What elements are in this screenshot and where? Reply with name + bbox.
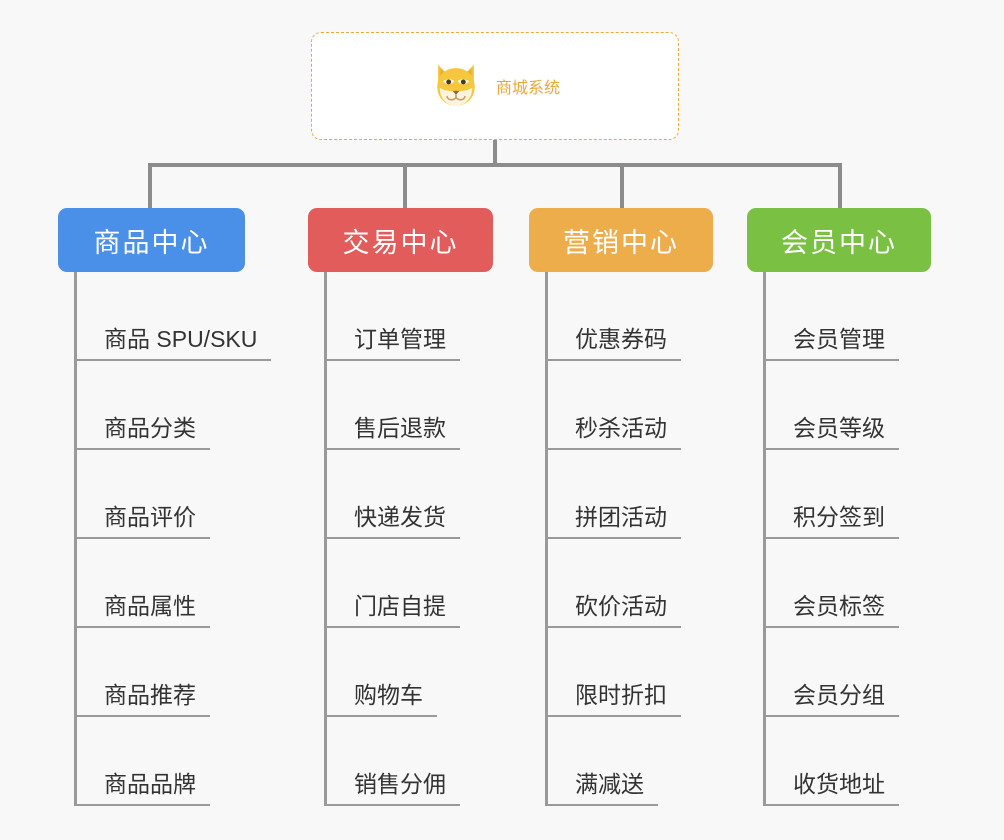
- leaf-item[interactable]: 商品评价: [74, 450, 210, 539]
- leaf-underline: 会员分组: [763, 681, 899, 717]
- leaf-item[interactable]: 快递发货: [324, 450, 460, 539]
- leaf-underline: 限时折扣: [545, 681, 681, 717]
- leaf-underline: 购物车: [324, 681, 437, 717]
- leaf-item[interactable]: 商品推荐: [74, 628, 210, 717]
- root-title: 商城系统: [495, 80, 560, 97]
- leaf-item[interactable]: 售后退款: [324, 361, 460, 450]
- shiba-dog-face-icon: [437, 64, 475, 106]
- root-node[interactable]: 商城系统: [311, 32, 679, 140]
- drop-connector-1: [148, 163, 152, 210]
- leaf-underline: 拼团活动: [545, 503, 681, 539]
- leaf-label: 秒杀活动: [575, 414, 667, 441]
- branch-trunk-2: [324, 272, 327, 806]
- leaf-label: 售后退款: [354, 414, 446, 441]
- leaf-underline: 积分签到: [763, 503, 899, 539]
- leaf-label: 门店自提: [354, 592, 446, 619]
- category-header-1[interactable]: 商品中心: [58, 208, 245, 272]
- leaf-item[interactable]: 商品属性: [74, 539, 210, 628]
- leaf-underline: 会员管理: [763, 325, 899, 361]
- branch-trunk-4: [763, 272, 766, 806]
- leaf-underline: 秒杀活动: [545, 414, 681, 450]
- branch-trunk-3: [545, 272, 548, 806]
- leaf-label: 满减送: [575, 770, 644, 797]
- leaf-item[interactable]: 商品品牌: [74, 717, 210, 806]
- drop-connector-4: [838, 163, 842, 210]
- leaf-underline: 会员标签: [763, 592, 899, 628]
- horizontal-bus-connector: [148, 163, 842, 167]
- leaf-label: 商品品牌: [104, 770, 196, 797]
- leaf-item[interactable]: 会员标签: [763, 539, 899, 628]
- leaf-underline: 商品品牌: [74, 770, 210, 806]
- leaf-underline: 商品属性: [74, 592, 210, 628]
- category-header-2-label: 交易中心: [342, 227, 459, 258]
- leaf-item[interactable]: 会员等级: [763, 361, 899, 450]
- leaf-underline: 砍价活动: [545, 592, 681, 628]
- category-header-1-label: 商品中心: [93, 227, 210, 258]
- leaf-label: 商品评价: [104, 503, 196, 530]
- root-stem-connector: [493, 140, 497, 165]
- leaf-item[interactable]: 订单管理: [324, 272, 460, 361]
- leaf-item[interactable]: 砍价活动: [545, 539, 681, 628]
- leaf-item[interactable]: 优惠券码: [545, 272, 681, 361]
- leaf-item[interactable]: 会员管理: [763, 272, 899, 361]
- drop-connector-3: [620, 163, 624, 210]
- leaf-underline: 优惠券码: [545, 325, 681, 361]
- leaf-item[interactable]: 收货地址: [763, 717, 899, 806]
- leaf-underline: 商品 SPU/SKU: [74, 325, 272, 361]
- leaf-label: 商品推荐: [104, 681, 196, 708]
- category-header-4[interactable]: 会员中心: [747, 208, 931, 272]
- leaf-item[interactable]: 秒杀活动: [545, 361, 681, 450]
- leaf-item[interactable]: 门店自提: [324, 539, 460, 628]
- leaf-item[interactable]: 商品 SPU/SKU: [74, 272, 272, 361]
- leaf-label: 拼团活动: [575, 503, 667, 530]
- leaf-underline: 商品分类: [74, 414, 210, 450]
- leaf-underline: 收货地址: [763, 770, 899, 806]
- leaf-label: 会员等级: [793, 414, 885, 441]
- leaf-label: 商品分类: [104, 414, 196, 441]
- leaf-underline: 商品推荐: [74, 681, 210, 717]
- leaf-item[interactable]: 购物车: [324, 628, 437, 717]
- leaf-underline: 销售分佣: [324, 770, 460, 806]
- leaf-item[interactable]: 满减送: [545, 717, 658, 806]
- leaf-underline: 订单管理: [324, 325, 460, 361]
- leaf-underline: 快递发货: [324, 503, 460, 539]
- category-header-3[interactable]: 营销中心: [529, 208, 713, 272]
- leaf-label: 限时折扣: [575, 681, 667, 708]
- leaf-label: 销售分佣: [354, 770, 446, 797]
- leaf-label: 会员管理: [793, 325, 885, 352]
- leaf-label: 收货地址: [793, 770, 885, 797]
- leaf-underline: 售后退款: [324, 414, 460, 450]
- leaf-item[interactable]: 积分签到: [763, 450, 899, 539]
- leaf-label: 快递发货: [354, 503, 446, 530]
- leaf-label: 积分签到: [793, 503, 885, 530]
- leaf-underline: 门店自提: [324, 592, 460, 628]
- leaf-underline: 商品评价: [74, 503, 210, 539]
- leaf-item[interactable]: 销售分佣: [324, 717, 460, 806]
- leaf-label: 会员标签: [793, 592, 885, 619]
- category-header-4-label: 会员中心: [781, 227, 897, 258]
- leaf-label: 会员分组: [793, 681, 885, 708]
- leaf-label: 商品 SPU/SKU: [104, 325, 258, 352]
- drop-connector-2: [403, 163, 407, 210]
- leaf-item[interactable]: 拼团活动: [545, 450, 681, 539]
- leaf-underline: 会员等级: [763, 414, 899, 450]
- leaf-item[interactable]: 限时折扣: [545, 628, 681, 717]
- branch-trunk-1: [74, 272, 77, 806]
- leaf-label: 购物车: [354, 681, 423, 708]
- leaf-label: 砍价活动: [575, 592, 667, 619]
- leaf-underline: 满减送: [545, 770, 658, 806]
- category-header-3-label: 营销中心: [563, 227, 679, 258]
- leaf-label: 优惠券码: [575, 325, 667, 352]
- leaf-label: 订单管理: [354, 325, 446, 352]
- leaf-label: 商品属性: [104, 592, 196, 619]
- leaf-item[interactable]: 会员分组: [763, 628, 899, 717]
- category-header-2[interactable]: 交易中心: [308, 208, 493, 272]
- leaf-item[interactable]: 商品分类: [74, 361, 210, 450]
